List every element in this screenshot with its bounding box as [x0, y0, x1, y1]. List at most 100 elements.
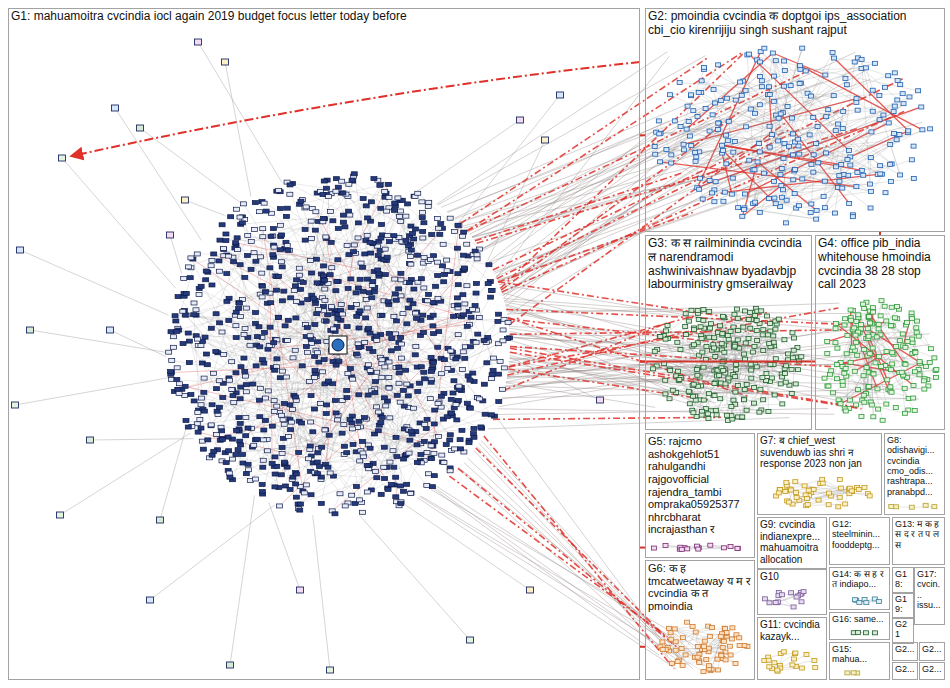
graph-edge	[223, 383, 332, 385]
graph-vertex	[861, 393, 866, 397]
graph-vertex	[735, 316, 740, 320]
group-link	[509, 330, 664, 362]
graph-vertex	[728, 653, 733, 657]
graph-vertex	[888, 385, 893, 389]
graph-edge	[753, 321, 776, 352]
graph-edge	[328, 202, 428, 381]
graph-vertex	[741, 79, 746, 83]
graph-edge	[238, 250, 458, 274]
graph-edge	[670, 350, 794, 398]
graph-edge	[893, 326, 914, 386]
graph-vertex	[880, 418, 885, 422]
graph-vertex	[921, 379, 926, 383]
graph-edge	[277, 276, 411, 386]
graph-edge	[770, 96, 811, 147]
graph-vertex	[695, 311, 700, 315]
graph-edge	[281, 199, 363, 475]
graph-edge	[15, 378, 169, 405]
graph-edge	[367, 316, 453, 492]
graph-vertex	[782, 68, 787, 72]
graph-vertex	[823, 73, 828, 77]
graph-edge	[377, 337, 470, 408]
group-link	[441, 103, 691, 208]
graph-vertex	[778, 112, 783, 116]
graph-vertex	[724, 133, 729, 137]
group-link	[501, 345, 930, 399]
graph-vertex	[773, 202, 778, 206]
graph-edge	[839, 346, 903, 401]
graph-edge	[683, 635, 737, 666]
graph-vertex	[654, 364, 659, 368]
graph-edge	[298, 461, 420, 504]
group-link	[449, 476, 667, 637]
graph-vertex	[854, 403, 859, 407]
graph-vertex	[669, 637, 674, 641]
graph-vertex	[780, 375, 785, 379]
graph-vertex	[658, 160, 663, 164]
graph-edge	[701, 65, 718, 93]
graph-vertex	[667, 367, 672, 371]
graph-edge	[310, 336, 427, 486]
graph-edge	[286, 207, 428, 341]
graph-edge	[90, 439, 194, 440]
graph-edge	[713, 115, 718, 130]
graph-edge	[301, 201, 324, 276]
graph-vertex	[767, 341, 772, 345]
graph-edge	[325, 251, 409, 280]
graph-edge	[758, 53, 773, 162]
graph-vertex	[691, 382, 696, 386]
group-link	[509, 364, 754, 394]
graph-vertex	[809, 162, 814, 166]
graph-vertex	[759, 85, 764, 89]
graph-vertex	[826, 491, 831, 495]
graph-vertex	[715, 668, 720, 672]
graph-edge	[696, 628, 725, 632]
graph-edge	[220, 323, 482, 428]
graph-vertex	[697, 659, 702, 663]
graph-edge	[320, 285, 458, 404]
graph-vertex	[742, 398, 747, 402]
graph-edge	[659, 121, 672, 155]
graph-vertex	[888, 180, 893, 184]
graph-edge	[311, 221, 375, 393]
graph-vertex	[845, 157, 850, 161]
graph-vertex	[905, 339, 910, 343]
group-link	[506, 310, 889, 314]
graph-vertex	[920, 128, 925, 132]
graph-edge	[697, 158, 783, 187]
graph-edge	[199, 289, 443, 419]
graph-edge	[894, 91, 919, 112]
graph-edge	[843, 337, 877, 367]
graph-edge	[216, 268, 465, 352]
graph-vertex	[865, 492, 870, 496]
graph-edge	[794, 100, 897, 171]
graph-vertex	[677, 377, 682, 381]
graph-edge	[778, 141, 880, 174]
graph-vertex	[867, 315, 872, 319]
graph-edge	[725, 187, 857, 193]
graph-edge	[712, 636, 721, 669]
graph-vertex	[766, 409, 771, 413]
graph-edge	[315, 474, 384, 479]
graph-edge	[671, 633, 678, 662]
graph-edge	[864, 350, 930, 363]
graph-vertex	[699, 91, 704, 95]
graph-edge	[845, 319, 893, 355]
graph-edge	[701, 93, 772, 135]
node-cluster	[651, 543, 740, 551]
graph-vertex	[762, 171, 767, 175]
graph-vertex	[776, 491, 781, 495]
graph-edge	[186, 420, 424, 460]
graph-edge	[779, 48, 803, 118]
graph-vertex	[846, 173, 851, 177]
graph-vertex	[666, 649, 671, 653]
graph-edge	[224, 249, 448, 348]
graph-edge	[802, 164, 811, 179]
graph-edge	[778, 593, 801, 602]
graph-edge	[370, 184, 380, 221]
graph-edge	[360, 403, 468, 461]
graph-edge	[795, 178, 914, 193]
node-cluster	[822, 299, 939, 423]
graph-vertex	[712, 188, 717, 192]
graph-edge	[668, 626, 709, 647]
